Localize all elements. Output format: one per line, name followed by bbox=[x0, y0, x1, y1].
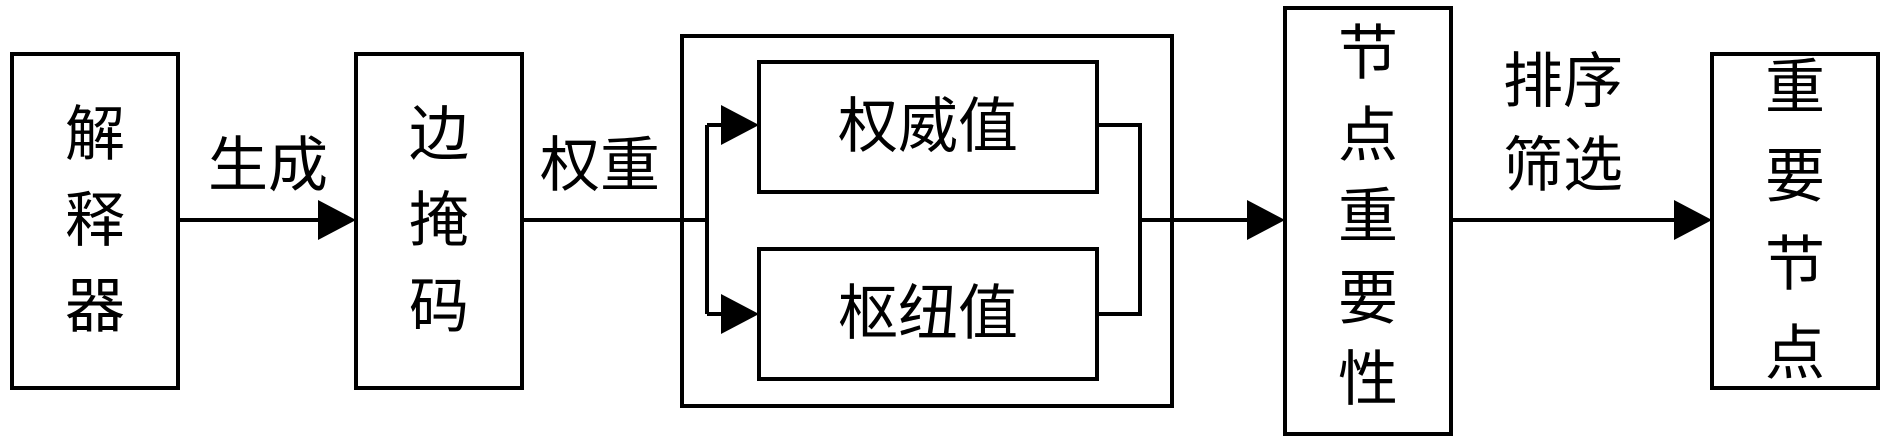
vertical-char: 掩 bbox=[409, 186, 469, 256]
hub-label: 枢纽值 bbox=[838, 279, 1018, 349]
vertical-char: 节 bbox=[1338, 19, 1398, 89]
vertical-char: 重 bbox=[1338, 182, 1398, 252]
vertical-char: 重 bbox=[1765, 53, 1825, 123]
vertical-char: 节 bbox=[1765, 230, 1825, 301]
merge-from-hub bbox=[1097, 220, 1142, 316]
vertical-char: 解 bbox=[65, 100, 125, 170]
vertical-char: 码 bbox=[409, 272, 469, 342]
arrowhead-to-important-nodes bbox=[1674, 200, 1712, 240]
vertical-char: 边 bbox=[409, 100, 469, 170]
authority-label: 权威值 bbox=[838, 92, 1018, 162]
important-nodes-label: 重要节点 bbox=[1712, 58, 1878, 384]
vertical-char: 点 bbox=[1338, 100, 1398, 171]
edge-label-generate: 生成 bbox=[208, 131, 328, 201]
arrowhead-to-importance bbox=[1247, 200, 1285, 240]
merge-from-authority bbox=[1097, 123, 1142, 220]
arrowhead-to-authority bbox=[721, 105, 759, 145]
interpreter-label: 解释器 bbox=[12, 105, 178, 337]
vertical-char: 器 bbox=[65, 272, 125, 342]
vertical-char: 点 bbox=[1765, 318, 1825, 389]
vertical-char: 要 bbox=[1338, 263, 1398, 334]
arrowhead-to-hub bbox=[721, 294, 759, 334]
arrowhead-to-mask bbox=[318, 200, 356, 240]
edge-label-filter: 筛选 bbox=[1503, 131, 1623, 201]
edge-label-weight: 权重 bbox=[540, 131, 660, 201]
vertical-char: 要 bbox=[1765, 141, 1825, 212]
node-importance-label: 节点重要性 bbox=[1285, 24, 1451, 410]
vertical-char: 性 bbox=[1338, 345, 1398, 415]
vertical-char: 释 bbox=[65, 186, 125, 256]
edge-label-sort: 排序 bbox=[1503, 47, 1623, 117]
box-important-nodes bbox=[1710, 52, 1880, 390]
edge-mask-label: 边掩码 bbox=[356, 105, 522, 337]
